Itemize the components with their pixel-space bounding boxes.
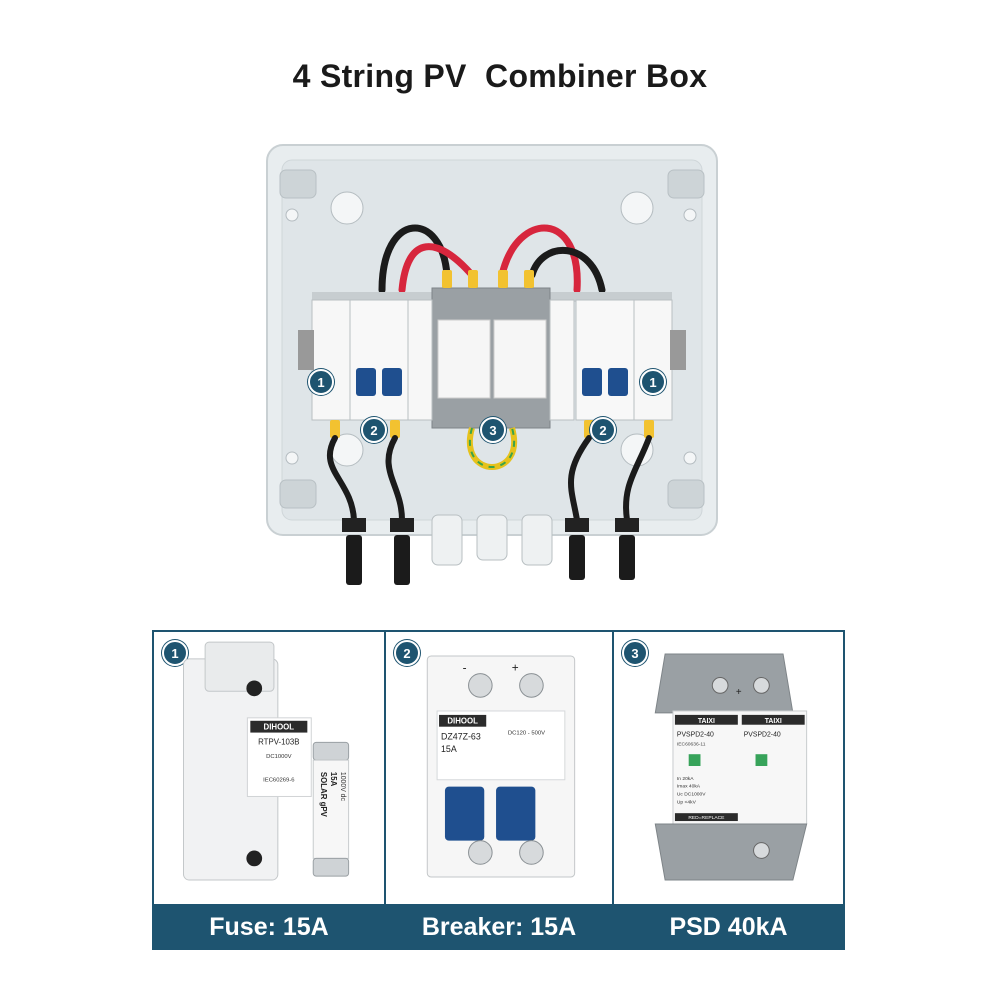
- component-panels: 1 DIHOOL RTPV-103B DC1000V IEC60269-6 SO…: [152, 630, 845, 950]
- spd-caption: PSD 40kA: [612, 904, 845, 950]
- callout-breaker-right: 2: [590, 417, 616, 443]
- breaker-model: DZ47Z-63: [441, 731, 481, 741]
- spd-rating-1: In 20kA: [677, 776, 694, 782]
- breaker-voltage-range: DC120 - 500V: [508, 731, 545, 737]
- callout-spd: 3: [480, 417, 506, 443]
- spd-brand: TAIXI: [698, 718, 715, 725]
- fuse-badge: 1: [162, 640, 188, 666]
- callout-fuse-left: 1: [308, 369, 334, 395]
- breaker-caption: Breaker: 15A: [384, 904, 614, 950]
- spd-standard: IEC60636-11: [677, 741, 706, 747]
- spd-plus: +: [736, 687, 742, 698]
- breaker-panel: 2 - + DIHOOL DZ47Z-63 15A DC120 - 500V B…: [384, 630, 614, 950]
- fuse-label-line3: 1000V dc: [339, 772, 346, 802]
- fuse-label-line1: SOLAR gPV: [319, 772, 328, 818]
- spd-rating-3: Uc DC1000V: [677, 791, 706, 797]
- fuse-caption: Fuse: 15A: [152, 904, 386, 950]
- breaker-badge: 2: [394, 640, 420, 666]
- breaker-current: 15A: [441, 744, 457, 754]
- fuse-panel: 1 DIHOOL RTPV-103B DC1000V IEC60269-6 SO…: [152, 630, 386, 950]
- fuse-illustration: DIHOOL RTPV-103B DC1000V IEC60269-6 SOLA…: [182, 641, 350, 881]
- breaker-plus: +: [512, 662, 519, 675]
- spd-rating-4: Up <4kV: [677, 799, 697, 805]
- spd-rating-2: Imax 40kA: [677, 784, 701, 790]
- callout-fuse-right: 1: [640, 369, 666, 395]
- spd-panel: 3 + TAIXI TAIXI PVSPD2-40 PVSPD2-40 IEC6…: [612, 630, 845, 950]
- spd-badge: 3: [622, 640, 648, 666]
- fuse-model: RTPV-103B: [258, 737, 299, 746]
- spd-model-right: PVSPD2-40: [744, 732, 781, 739]
- spd-note: RED=REPLACE: [688, 815, 725, 821]
- spd-model: PVSPD2-40: [677, 732, 714, 739]
- fuse-label-line2: 15A: [329, 772, 338, 787]
- page-title: 4 String PV Combiner Box: [292, 58, 708, 94]
- breaker-minus: -: [463, 662, 467, 675]
- spd-illustration: + TAIXI TAIXI PVSPD2-40 PVSPD2-40 IEC606…: [654, 653, 808, 881]
- spd-brand-right: TAIXI: [765, 718, 782, 725]
- callout-breaker-left: 2: [361, 417, 387, 443]
- breaker-brand: DIHOOL: [447, 717, 478, 726]
- fuse-rating: DC1000V: [266, 754, 292, 760]
- fuse-brand: DIHOOL: [264, 723, 295, 732]
- combiner-box-image: 1 1 2 2 3: [262, 140, 732, 600]
- fuse-standard: IEC60269-6: [263, 778, 295, 784]
- breaker-illustration: - + DIHOOL DZ47Z-63 15A DC120 - 500V: [426, 655, 576, 878]
